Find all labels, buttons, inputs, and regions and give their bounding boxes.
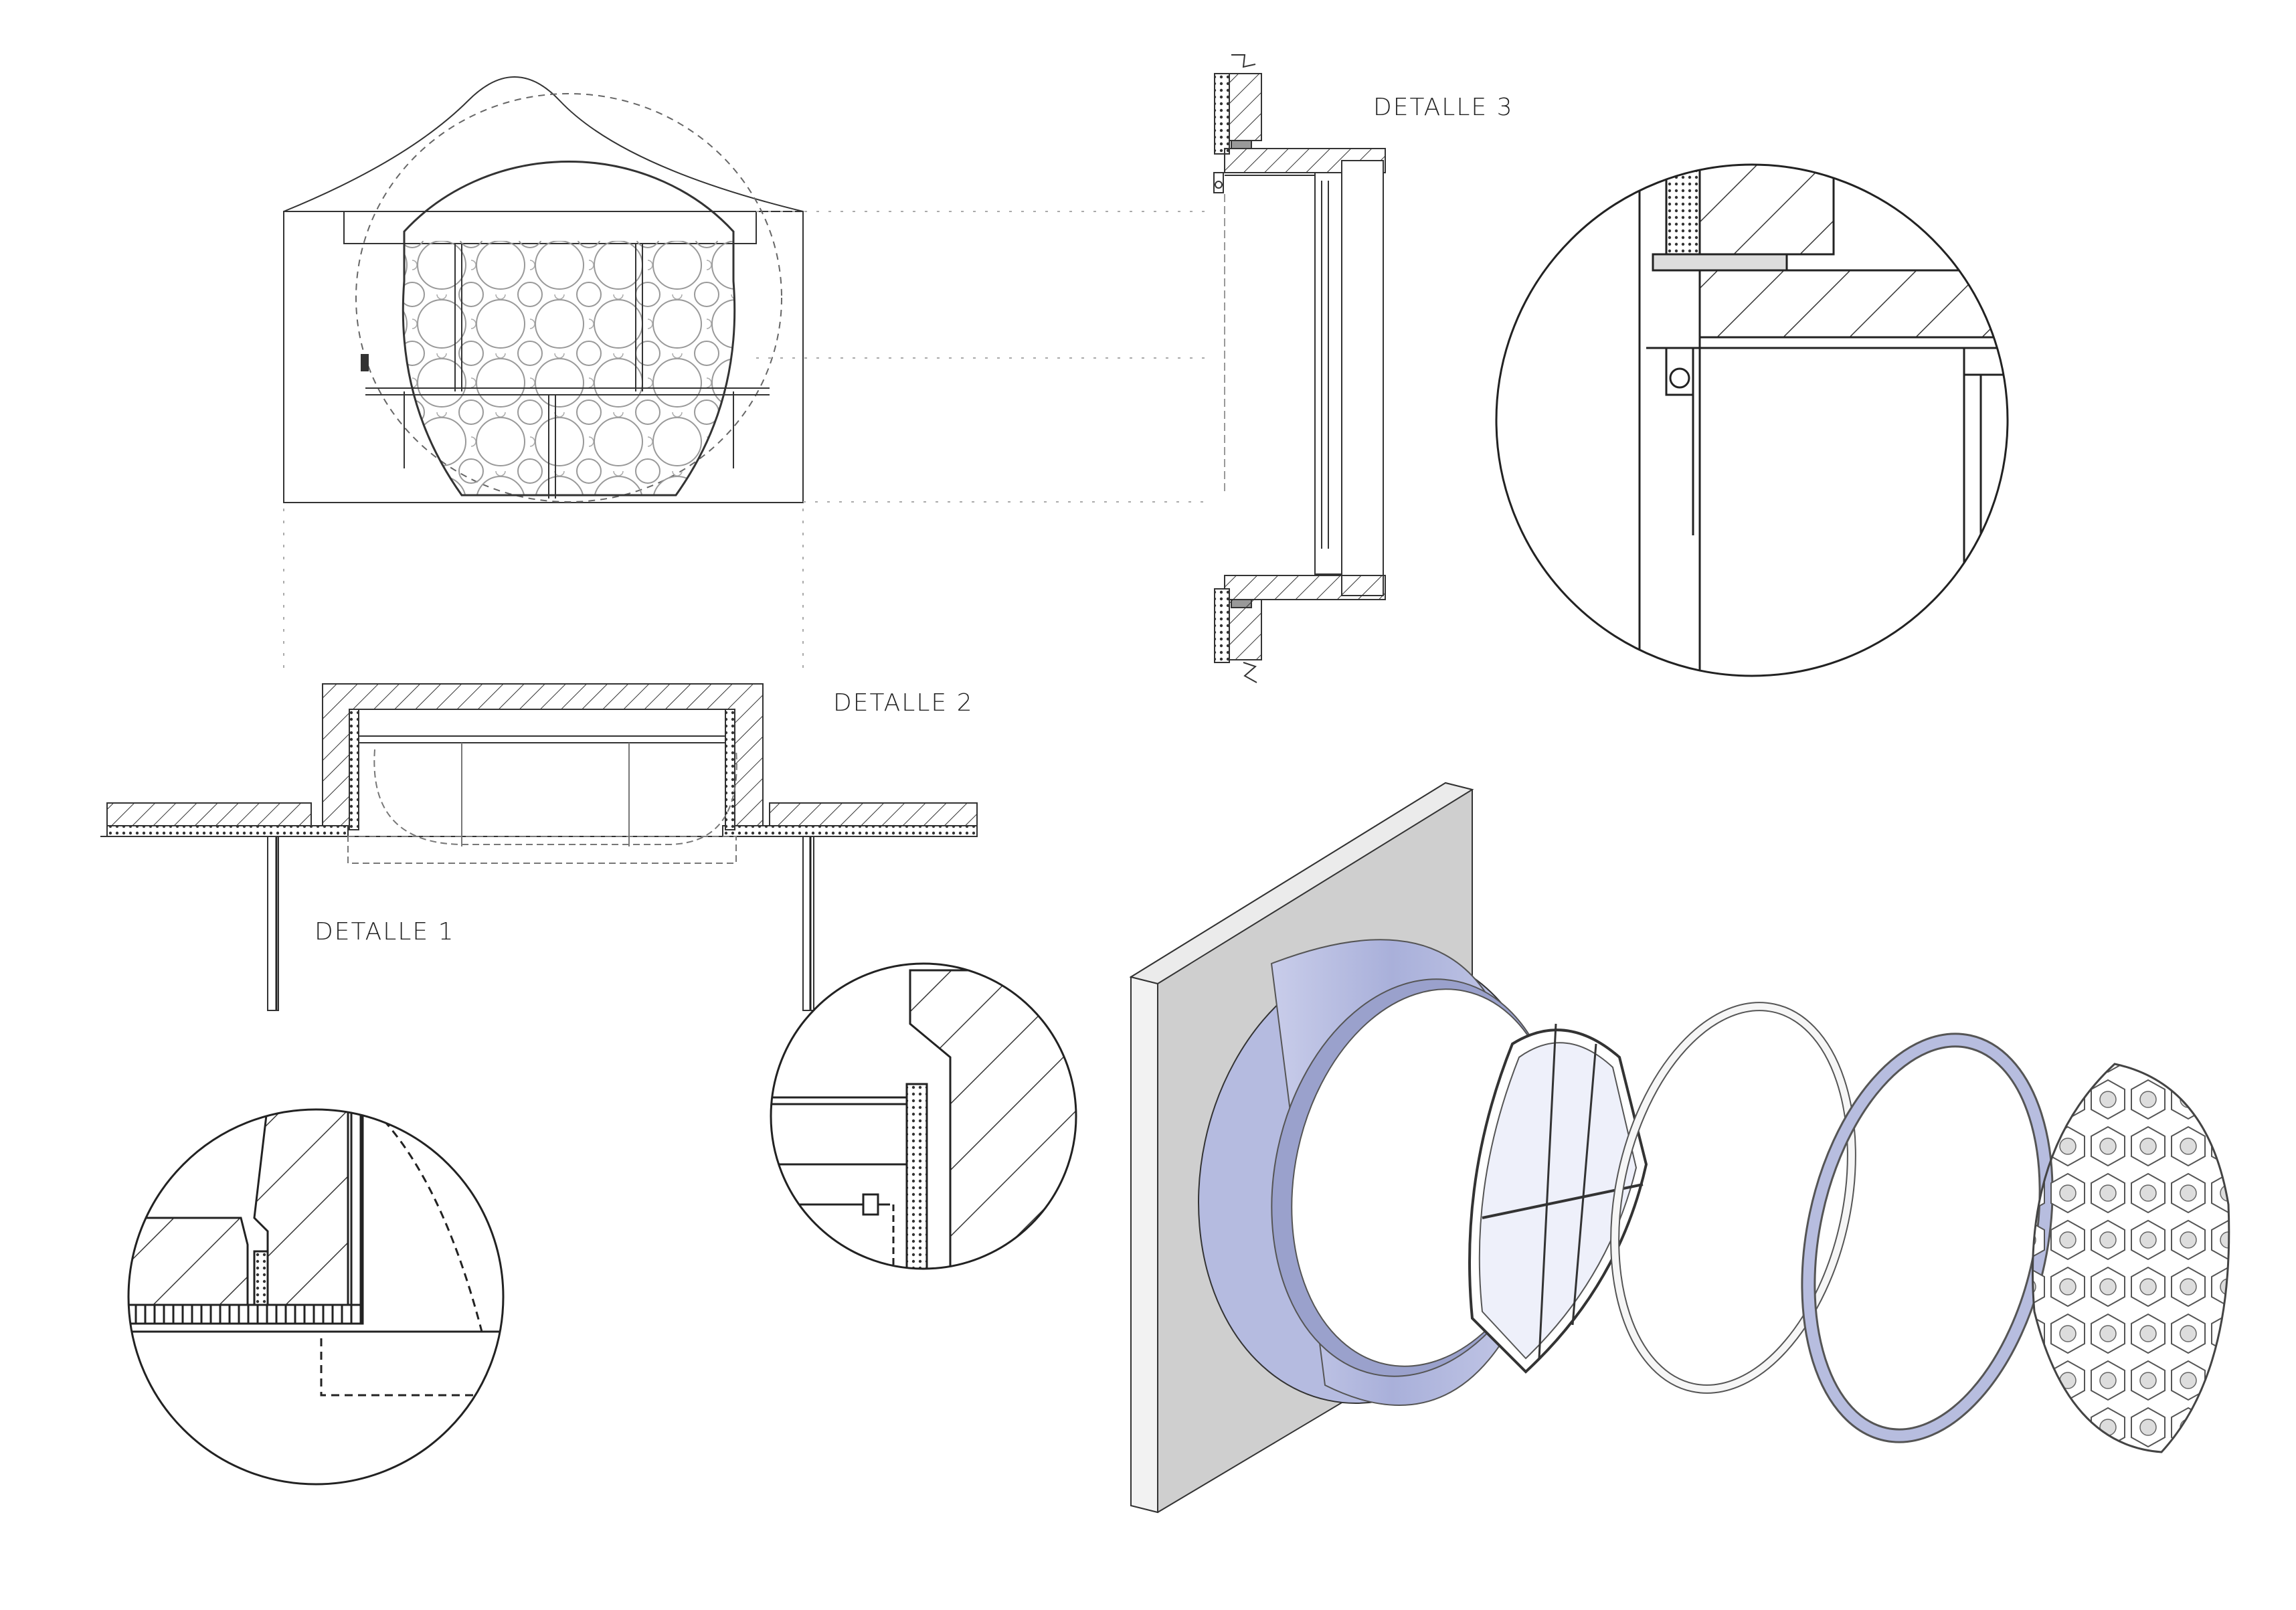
detail-1-label: DETALLE 1 — [315, 918, 455, 946]
plan-section — [100, 683, 978, 1011]
detail-circle-1 — [127, 1108, 505, 1486]
detail-circle-3 — [1495, 163, 2009, 677]
detail-2-label: DETALLE 2 — [833, 689, 974, 717]
detail-circle-2 — [770, 962, 1077, 1270]
exploded-axonometric — [1129, 782, 2230, 1514]
vertical-section — [1213, 54, 1386, 683]
detail-3-label: DETALLE 3 — [1373, 94, 1514, 121]
front-elevation — [283, 76, 804, 503]
